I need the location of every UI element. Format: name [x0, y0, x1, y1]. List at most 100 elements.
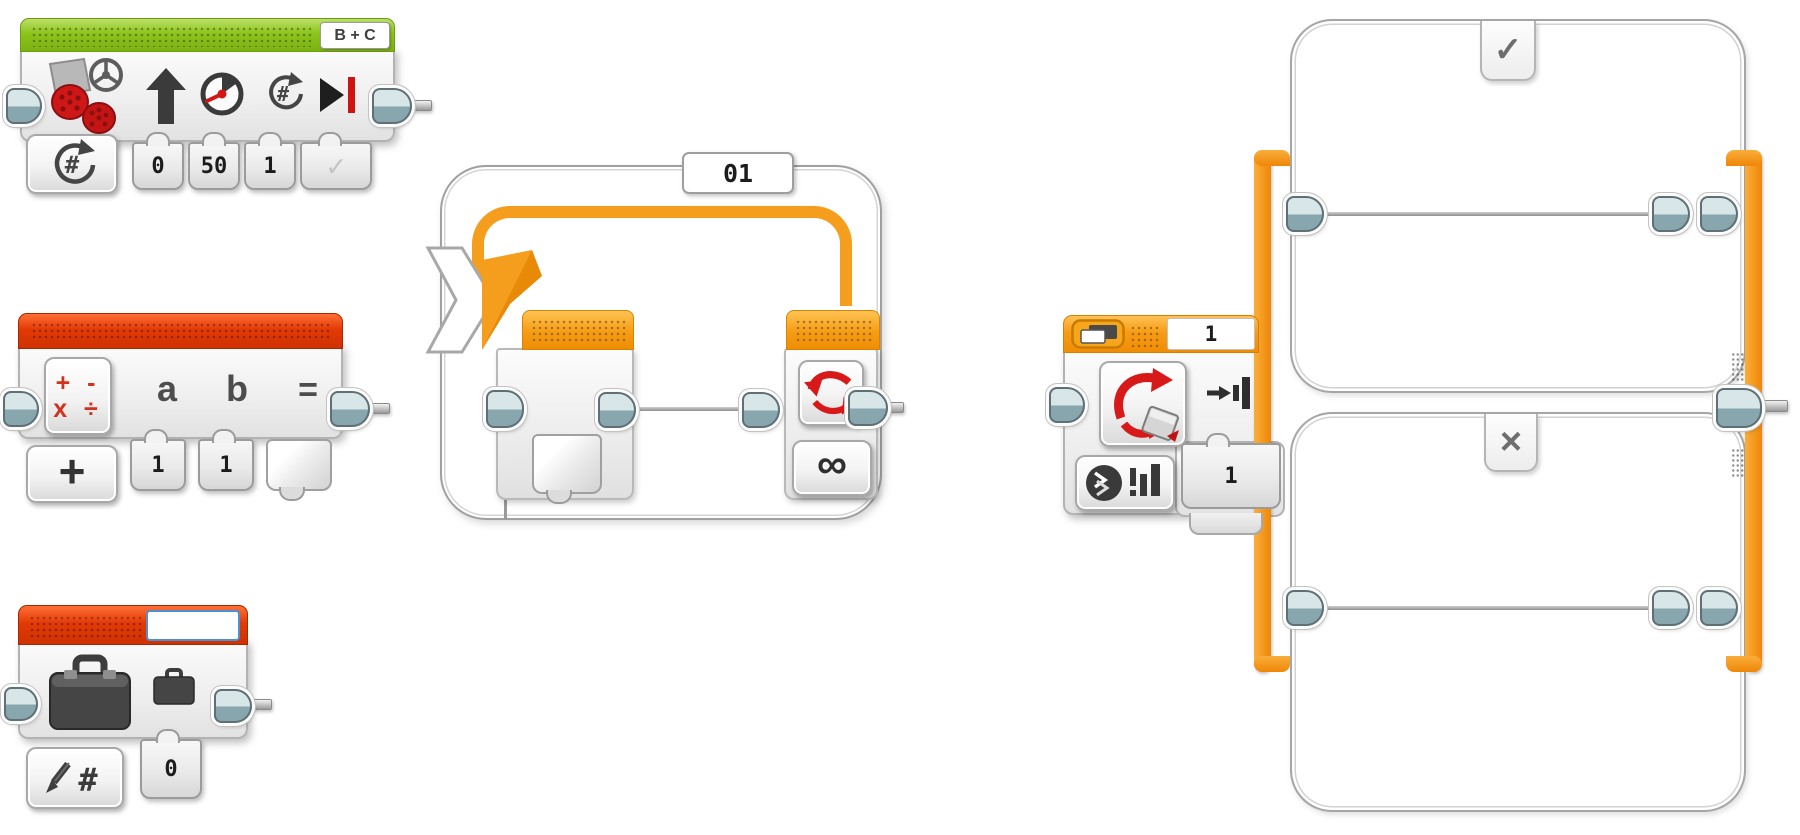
compare-level-icon — [1086, 464, 1160, 501]
header-dots — [531, 319, 627, 343]
rotations-icon: # — [269, 72, 303, 110]
speedometer-icon — [200, 72, 244, 116]
math-header[interactable] — [18, 313, 343, 349]
a-value: 1 — [151, 452, 165, 478]
switch-threshold-input[interactable]: 1 — [1181, 433, 1281, 509]
true-branch-end-plug[interactable] — [1652, 196, 1690, 232]
sequence-out-plug[interactable] — [330, 391, 370, 427]
segment-start-plug[interactable] — [742, 392, 780, 428]
loop-exit-plug[interactable] — [848, 390, 888, 426]
hash-glyph: # — [65, 151, 80, 179]
label-a: a — [156, 368, 178, 409]
write-numeric-icon: # — [46, 761, 98, 799]
variable-value-input[interactable]: 0 — [140, 729, 202, 799]
header-dots — [31, 26, 313, 47]
math-result-output[interactable] — [266, 439, 332, 501]
false-branch-wire — [1324, 606, 1654, 610]
sequence-in-plug[interactable] — [1049, 387, 1085, 423]
brake-check-icon: ✓ — [326, 148, 346, 184]
loop-end-header — [786, 310, 880, 350]
false-branch-end-plug[interactable] — [1652, 590, 1690, 626]
briefcase-small-icon — [153, 668, 195, 705]
rotations-value-input[interactable]: 1 — [244, 132, 296, 190]
case-true-tab[interactable]: ✓ — [1480, 21, 1536, 81]
true-branch-merge-plug[interactable] — [1700, 196, 1738, 232]
motor-steering-icon — [48, 57, 123, 134]
switch-out-stem — [1758, 400, 1788, 412]
sequence-in-plug[interactable] — [3, 391, 39, 427]
threshold-input-icon — [1207, 377, 1250, 409]
power-value: 50 — [200, 153, 228, 179]
math-b-value-input[interactable]: 1 — [198, 429, 254, 491]
sequence-wire — [636, 407, 742, 411]
header-dots — [795, 319, 873, 343]
loop-block[interactable]: 01 ∞ — [426, 152, 920, 532]
variable-block[interactable]: # 0 — [4, 605, 298, 825]
switch-left-rail — [1254, 150, 1271, 672]
switch-left-rail-top-hook — [1254, 150, 1290, 166]
switch-bottom-tab — [1189, 513, 1263, 535]
loop-entry-arrow-notch — [426, 246, 496, 354]
switch-left-rail-bottom-hook — [1254, 656, 1290, 672]
math-type-icon-box: + - x ÷ — [44, 357, 112, 435]
switch-sensor-mode-selector[interactable] — [1099, 361, 1187, 447]
plus-mode-icon: + — [58, 445, 86, 497]
variable-mode-selector[interactable]: # — [26, 747, 124, 809]
rotations-value: 1 — [263, 153, 277, 179]
case-false-tab[interactable]: × — [1484, 414, 1538, 472]
b-value: 1 — [219, 452, 233, 478]
switch-compare-mode-selector[interactable] — [1075, 455, 1175, 511]
variable-value: 0 — [164, 756, 178, 782]
loop-index-label[interactable]: 01 — [682, 152, 794, 194]
x-mark-icon: × — [1499, 420, 1523, 463]
loop-wire-drop — [504, 498, 507, 520]
sequence-out-plug[interactable] — [372, 88, 412, 124]
steering-value-input[interactable]: 0 — [132, 132, 184, 190]
mode-rotations-icon: # — [54, 139, 96, 184]
hash-glyph: # — [78, 761, 98, 799]
sequence-out-stem — [250, 699, 272, 710]
segment-end-plug[interactable] — [598, 392, 636, 428]
switch-right-rail-top-hook — [1726, 150, 1762, 166]
false-branch-merge-plug[interactable] — [1700, 590, 1738, 626]
sequence-out-stem — [886, 402, 904, 413]
direction-up-arrow-icon — [146, 68, 186, 124]
switch-header-value: 1 — [1204, 322, 1218, 346]
power-value-input[interactable]: 50 — [188, 132, 240, 190]
move-steering-block[interactable]: B + C — [6, 18, 460, 198]
flat-view-toggle-icon[interactable] — [1071, 319, 1125, 349]
variable-name-input[interactable] — [146, 610, 240, 641]
port-label: B + C — [334, 26, 376, 44]
label-equals: = — [298, 370, 318, 409]
briefcase-icon — [49, 654, 131, 730]
label-b: b — [226, 368, 248, 409]
port-selector[interactable]: B + C — [320, 22, 390, 49]
loop-arrows-icon — [804, 371, 858, 415]
play-stop-icon — [320, 77, 355, 113]
switch-header-block[interactable]: 1 — [1049, 315, 1303, 545]
threshold-value: 1 — [1224, 463, 1238, 489]
switch-exit-plug[interactable] — [1716, 388, 1762, 428]
math-a-value-input[interactable]: 1 — [130, 429, 186, 491]
sequence-out-plug[interactable] — [214, 689, 252, 723]
move-mode-selector[interactable]: # — [26, 134, 118, 194]
math-icon-row1: + - — [55, 368, 101, 397]
resize-grip-dots[interactable] — [1731, 352, 1744, 382]
sequence-in-plug[interactable] — [6, 88, 42, 124]
switch-header-value-field[interactable]: 1 — [1167, 318, 1255, 350]
infinity-icon: ∞ — [817, 440, 847, 487]
loop-mode-selector[interactable]: ∞ — [792, 440, 872, 496]
true-branch-start-plug[interactable] — [1286, 196, 1324, 232]
math-mode-selector[interactable]: + — [26, 445, 118, 503]
math-block[interactable]: + - x ÷ a b = + 1 1 — [3, 313, 418, 513]
false-branch-start-plug[interactable] — [1286, 590, 1324, 626]
header-dots — [29, 615, 141, 639]
loop-ribbon-fold — [482, 250, 542, 350]
brake-toggle-input[interactable]: ✓ — [300, 132, 372, 190]
loop-body-start-plug[interactable] — [486, 390, 524, 428]
loop-index-output[interactable] — [532, 434, 602, 504]
resize-grip-dots[interactable] — [1731, 448, 1744, 478]
sequence-in-plug[interactable] — [4, 687, 38, 721]
loop-start-header — [522, 310, 634, 350]
